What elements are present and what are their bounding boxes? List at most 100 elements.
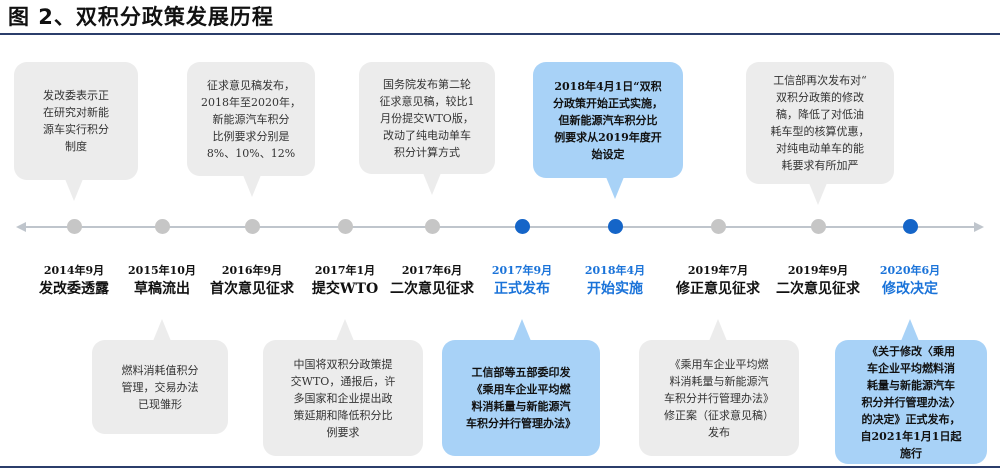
- callout-line: 积分计算方式: [394, 145, 460, 159]
- callout-line: 比例要求分别是: [212, 129, 290, 143]
- callout-text: 工信部再次发布对“ 双积分政策的修改稿，降低了对低油耗车型的核算优惠， 对纯电动单车…: [771, 72, 870, 174]
- event-date: 2019年9月: [787, 264, 849, 277]
- callout-pointer: [153, 319, 171, 341]
- callout-box: 《关于修改〈乘用车企业平均燃料消耗量与新能源汽车积分并行管理办法〉的决定》正式发…: [835, 340, 987, 464]
- bottom-rule: [0, 466, 1000, 468]
- callout-box: 工信部等五部委印发《乘用车企业平均燃料消耗量与新能源汽车积分并行管理办法》: [442, 340, 600, 456]
- callout-box: 工信部再次发布对“ 双积分政策的修改稿，降低了对低油耗车型的核算优惠， 对纯电动单车…: [746, 62, 894, 184]
- event-label: 发改委透露: [39, 281, 109, 297]
- figure-title: 图 2、双积分政策发展历程: [8, 5, 274, 29]
- event-label: 草稿流出: [134, 281, 190, 297]
- callout-box: 2018年4月1日“双积分政策开始正式实施，但新能源汽车积分比例要求从2019年…: [533, 62, 683, 178]
- timeline-arrow-right: [974, 222, 984, 232]
- event-label: 正式发布: [494, 281, 550, 297]
- callout-text: 工信部等五部委印发《乘用车企业平均燃料消耗量与新能源汽车积分并行管理办法》: [466, 364, 576, 432]
- callout-line: 2018年4月1日“双积: [554, 79, 662, 93]
- callout-line: 始设定: [591, 147, 625, 161]
- callout-line: 的决定》正式发布，: [861, 412, 961, 426]
- callout-line: 制度: [65, 140, 87, 153]
- callout-pointer: [65, 179, 83, 201]
- event-date: 2016年9月: [221, 264, 283, 277]
- callout-line: 耗量与新能源汽车: [867, 378, 955, 392]
- callout-line: 积分并行管理办法〉: [861, 395, 961, 409]
- timeline-node: [425, 219, 440, 234]
- callout-line: 工信部再次发布对“: [773, 74, 867, 87]
- callout-line: 耗车型的核算优惠，: [770, 125, 870, 138]
- callout-line: 《关于修改〈乘用: [867, 344, 955, 358]
- timeline-axis: [24, 226, 976, 228]
- callout-line: 月份提交WTO版，: [380, 111, 474, 125]
- callout-box: 《乘用车企业平均燃料消耗量与新能源汽车积分并行管理办法》修正案（征求意见稿） 发布: [639, 340, 799, 456]
- callout-line: 车积分并行管理办法》: [664, 391, 774, 405]
- timeline-node: [67, 219, 82, 234]
- callout-line: 双积分政策的修改: [776, 91, 864, 104]
- callout-text: 《乘用车企业平均燃料消耗量与新能源汽车积分并行管理办法》修正案（征求意见稿） 发布: [664, 356, 774, 441]
- callout-line: 料消耗量与新能源汽: [669, 374, 769, 388]
- callout-text: 征求意见稿发布， 2018年至2020年， 新能源汽车积分比例要求分别是 8%、10%…: [201, 77, 301, 162]
- callout-box: 发改委表示正在研究对新能源车实行积分制度: [14, 62, 138, 180]
- event-date: 2017年9月: [491, 264, 553, 277]
- event-label: 提交WTO: [311, 281, 379, 297]
- callout-line: 2018年至2020年，: [201, 95, 301, 109]
- callout-line: 例要求: [326, 425, 360, 439]
- callout-line: 料消耗量与新能源汽: [471, 400, 571, 413]
- callout-line: 源车实行积分: [43, 123, 109, 136]
- callout-line: 征求意见稿发布，: [207, 78, 295, 92]
- event-date: 2015年10月: [128, 264, 196, 277]
- callout-line: 8%、10%、12%: [206, 146, 296, 160]
- callout-line: 施行: [900, 446, 922, 460]
- callout-pointer: [606, 177, 624, 199]
- top-rule: [0, 33, 1000, 35]
- callout-line: 改动了纯电动单车: [383, 128, 471, 142]
- callout-line: 管理，交易办法: [121, 380, 199, 394]
- callout-text: 2018年4月1日“双积分政策开始正式实施，但新能源汽车积分比例要求从2019年…: [553, 78, 663, 163]
- callout-text: 中国将双积分政策提交WTO，通报后，许多国家和企业提出政策延期和降低积分比例要求: [291, 356, 396, 441]
- event-date: 2017年6月: [401, 264, 463, 277]
- callout-line: 燃料消耗值积分: [121, 363, 199, 377]
- callout-line: 车积分并行管理办法》: [466, 417, 576, 430]
- timeline-node: [711, 219, 726, 234]
- timeline-node: [338, 219, 353, 234]
- event-label: 修改决定: [882, 281, 938, 297]
- callout-pointer: [709, 319, 727, 341]
- callout-text: 《关于修改〈乘用车企业平均燃料消耗量与新能源汽车积分并行管理办法〉的决定》正式发…: [861, 343, 962, 462]
- callout-line: 国务院发布第二轮: [383, 77, 471, 91]
- timeline-node: [608, 219, 623, 234]
- callout-line: 工信部等五部委印发: [471, 366, 571, 379]
- event-date: 2018年4月: [584, 264, 646, 277]
- callout-line: 修正案（征求意见稿）: [664, 408, 774, 422]
- callout-line: 《乘用车企业平均燃: [471, 383, 571, 396]
- event-label: 二次意见征求: [776, 281, 860, 297]
- callout-line: 多国家和企业提出政: [293, 391, 393, 405]
- callout-line: 对纯电动单车的能: [776, 142, 864, 155]
- callout-line: 策延期和降低积分比: [293, 408, 393, 422]
- event-date: 2020年6月: [879, 264, 941, 277]
- callout-pointer: [513, 319, 531, 341]
- callout-line: 交WTO，通报后，许: [290, 374, 396, 388]
- callout-line: 发布: [708, 425, 730, 439]
- callout-line: 例要求从2019年度开: [554, 130, 662, 144]
- timeline-node: [155, 219, 170, 234]
- timeline-node: [515, 219, 530, 234]
- callout-line: 耗要求有所加严: [781, 159, 859, 172]
- callout-line: 发改委表示正: [43, 89, 109, 102]
- callout-line: 自2021年1月1日起: [860, 429, 962, 443]
- event-label: 开始实施: [587, 281, 643, 297]
- callout-box: 燃料消耗值积分管理，交易办法已现雏形: [92, 340, 228, 434]
- event-label: 首次意见征求: [210, 281, 294, 297]
- timeline-node: [903, 219, 918, 234]
- callout-line: 中国将双积分政策提: [293, 357, 393, 371]
- timeline-node: [811, 219, 826, 234]
- callout-line: 《乘用车企业平均燃: [669, 357, 769, 371]
- callout-line: 稿，降低了对低油: [776, 108, 864, 121]
- callout-line: 新能源汽车积分: [212, 112, 290, 126]
- callout-text: 燃料消耗值积分管理，交易办法已现雏形: [122, 362, 199, 413]
- callout-line: 车企业平均燃料消: [867, 361, 955, 375]
- event-date: 2014年9月: [43, 264, 105, 277]
- callout-line: 分政策开始正式实施，: [553, 96, 663, 110]
- event-date: 2017年1月: [314, 264, 376, 277]
- callout-box: 中国将双积分政策提交WTO，通报后，许多国家和企业提出政策延期和降低积分比例要求: [263, 340, 423, 456]
- event-label: 修正意见征求: [676, 281, 760, 297]
